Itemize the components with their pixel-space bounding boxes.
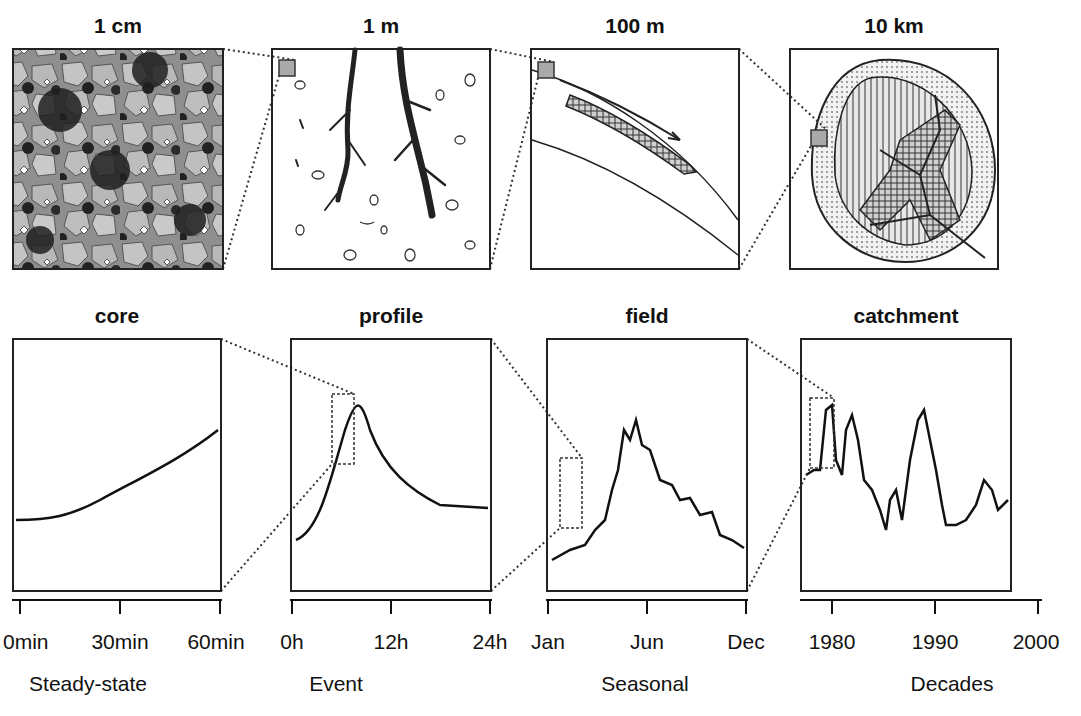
scale-name: catchment bbox=[802, 304, 1010, 328]
scale-panel: 100 m bbox=[530, 48, 740, 270]
tick-label: 1990 bbox=[912, 630, 959, 654]
zoom-inset bbox=[538, 62, 554, 78]
scale-caption: Decades bbox=[911, 672, 994, 696]
zoom-line bbox=[223, 49, 295, 269]
scale-name: field bbox=[548, 304, 746, 328]
zoom-inset bbox=[332, 394, 354, 464]
scale-caption: Seasonal bbox=[601, 672, 689, 696]
zoom-line bbox=[221, 339, 354, 591]
time-chart: core bbox=[12, 338, 222, 592]
scale-label: 100 m bbox=[532, 14, 738, 38]
tick-label: 60min bbox=[187, 630, 244, 654]
scale-name: profile bbox=[292, 304, 490, 328]
scale-name: core bbox=[14, 304, 220, 328]
time-chart: field bbox=[546, 338, 748, 592]
zoom-line bbox=[747, 339, 834, 591]
scale-caption: Event bbox=[309, 672, 363, 696]
tick-label: 30min bbox=[91, 630, 148, 654]
scale-panel: 1 cm bbox=[12, 48, 224, 270]
tick-label: Jan bbox=[531, 630, 565, 654]
zoom-inset bbox=[811, 130, 827, 146]
tick-label: 24h bbox=[472, 630, 507, 654]
scale-label: 10 km bbox=[791, 14, 997, 38]
zoom-inset bbox=[810, 398, 834, 468]
zoom-line bbox=[490, 49, 554, 269]
time-chart: catchment bbox=[800, 338, 1012, 592]
scale-label: 1 cm bbox=[14, 14, 222, 38]
time-chart: profile bbox=[290, 338, 492, 592]
zoom-inset bbox=[279, 60, 295, 76]
tick-label: 0min bbox=[3, 630, 49, 654]
tick-label: 12h bbox=[373, 630, 408, 654]
scale-label: 1 m bbox=[273, 14, 489, 38]
zoom-line bbox=[739, 49, 827, 269]
tick-label: 2000 bbox=[1013, 630, 1060, 654]
zoom-inset bbox=[560, 458, 582, 528]
scale-caption: Steady-state bbox=[29, 672, 147, 696]
tick-label: Dec bbox=[727, 630, 764, 654]
tick-label: 0h bbox=[280, 630, 303, 654]
zoom-line bbox=[491, 339, 582, 591]
scale-panel: 10 km bbox=[789, 48, 999, 270]
tick-label: Jun bbox=[630, 630, 664, 654]
tick-label: 1980 bbox=[809, 630, 856, 654]
scale-panel: 1 m bbox=[271, 48, 491, 270]
